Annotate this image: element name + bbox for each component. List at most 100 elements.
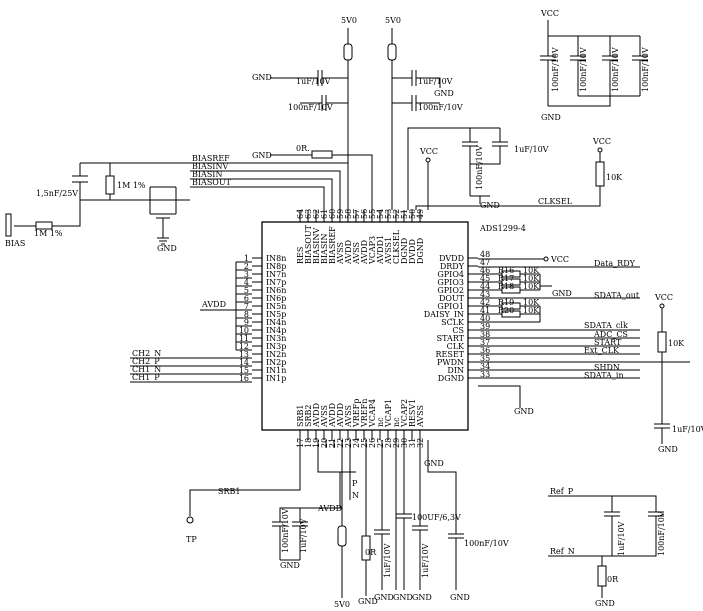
pin-name: AVSS	[336, 242, 345, 265]
svg-text:SDATA_out: SDATA_out	[594, 291, 640, 300]
svg-text:TP: TP	[186, 535, 197, 544]
pin-number: 39	[480, 322, 490, 331]
pin-name: DVDD	[408, 239, 417, 264]
pin-name: DIN	[447, 366, 464, 375]
net-biasinv: BIASINV	[192, 162, 228, 171]
bottom-network: SRB1 TP 100nF/10V 1uF/10V GND AVDD 5V0 P…	[186, 440, 666, 609]
cap-biasout	[156, 213, 170, 219]
pin-number: 40	[480, 314, 490, 323]
svg-text:Ext_CLK: Ext_CLK	[584, 346, 620, 355]
pin-name: AVDD1	[376, 235, 385, 265]
pin-number: 38	[480, 330, 490, 339]
wire-biasout	[190, 186, 325, 210]
pin-name: VCAP4	[368, 399, 377, 428]
wire-biasin	[190, 178, 333, 210]
right-pin-35: PWDN 35	[437, 354, 490, 367]
bottom-pin-28: VCAP1 28	[384, 399, 393, 448]
svg-text:SDATA_in: SDATA_in	[584, 371, 624, 380]
pin-number: 33	[480, 370, 490, 379]
svg-text:SDATA_clk: SDATA_clk	[584, 321, 628, 330]
pin-name: IN8n	[266, 254, 286, 263]
svg-text:100nF/10V: 100nF/10V	[551, 47, 560, 92]
svg-text:10K: 10K	[523, 298, 540, 307]
bias-label: BIAS	[5, 239, 25, 248]
pin-name: VCAP1	[384, 399, 393, 428]
svg-text:10K: 10K	[523, 282, 540, 291]
pin-name: IN2p	[266, 358, 286, 367]
svg-text:GND: GND	[157, 244, 177, 253]
pin-number: 18	[304, 438, 313, 448]
svg-text:GND: GND	[514, 407, 534, 416]
chip-body	[261, 221, 469, 431]
pin-number: 61	[320, 209, 329, 219]
svg-text:100nF/10V: 100nF/10V	[281, 508, 290, 553]
pin-number: 6	[244, 294, 249, 303]
svg-text:100nF/10V: 100nF/10V	[611, 47, 620, 92]
pin-name: DRDY	[440, 262, 465, 271]
svg-text:10K: 10K	[523, 274, 540, 283]
pin-name: AVDD	[312, 403, 321, 428]
cap-1n5-label: 1,5nF/25V	[36, 189, 78, 198]
pin-name: DAISY_IN	[424, 310, 464, 319]
pin-number: 44	[480, 282, 490, 291]
pin-number: 43	[480, 290, 490, 299]
pin-name: nc	[392, 417, 401, 427]
ferrite-right	[387, 43, 397, 61]
right-pin-47: DRDY 47	[440, 258, 490, 271]
svg-text:VCC: VCC	[540, 9, 559, 18]
svg-text:5V0: 5V0	[341, 16, 357, 25]
pin-name: IN1n	[266, 366, 286, 375]
right-signals: VCC Data_RDY R16 R17 R18 10K 10K 10K GND…	[478, 255, 703, 454]
pin-name: RESV1	[408, 399, 417, 427]
pin-name: IN4p	[266, 326, 286, 335]
vcc-dot-top	[425, 157, 431, 163]
pin-number: 35	[480, 354, 490, 363]
svg-text:R16: R16	[498, 266, 514, 275]
pin-name: IN7p	[266, 278, 286, 287]
pin-number: 47	[480, 258, 490, 267]
svg-text:100nF/10V: 100nF/10V	[657, 511, 666, 556]
pin-name: IN3n	[266, 334, 286, 343]
svg-text:GND: GND	[374, 593, 394, 602]
svg-text:1uF/10V: 1uF/10V	[617, 521, 626, 556]
pin-number: 1	[244, 254, 249, 263]
svg-text:0R: 0R	[607, 575, 619, 584]
pin-name: BIASINV	[312, 228, 321, 264]
pin-name: VCAP3	[368, 236, 377, 265]
svg-text:CLKSEL: CLKSEL	[538, 197, 573, 206]
pin-name: DOUT	[439, 294, 465, 303]
pin-name: DGND	[438, 374, 464, 383]
pin-number: 22	[336, 438, 345, 448]
vcc-dot-right	[543, 256, 549, 262]
svg-text:VCC: VCC	[550, 255, 569, 264]
resistor-0r-ref	[597, 565, 607, 587]
pin-number: 28	[384, 438, 393, 448]
pin-name: GPIO3	[437, 278, 464, 287]
pin-number: 27	[376, 438, 385, 448]
pin-name: PWDN	[437, 358, 464, 367]
svg-text:100nF/10V: 100nF/10V	[418, 103, 463, 112]
pin-name: BIASREF	[328, 226, 337, 264]
pin-name: AVDD	[344, 240, 353, 265]
